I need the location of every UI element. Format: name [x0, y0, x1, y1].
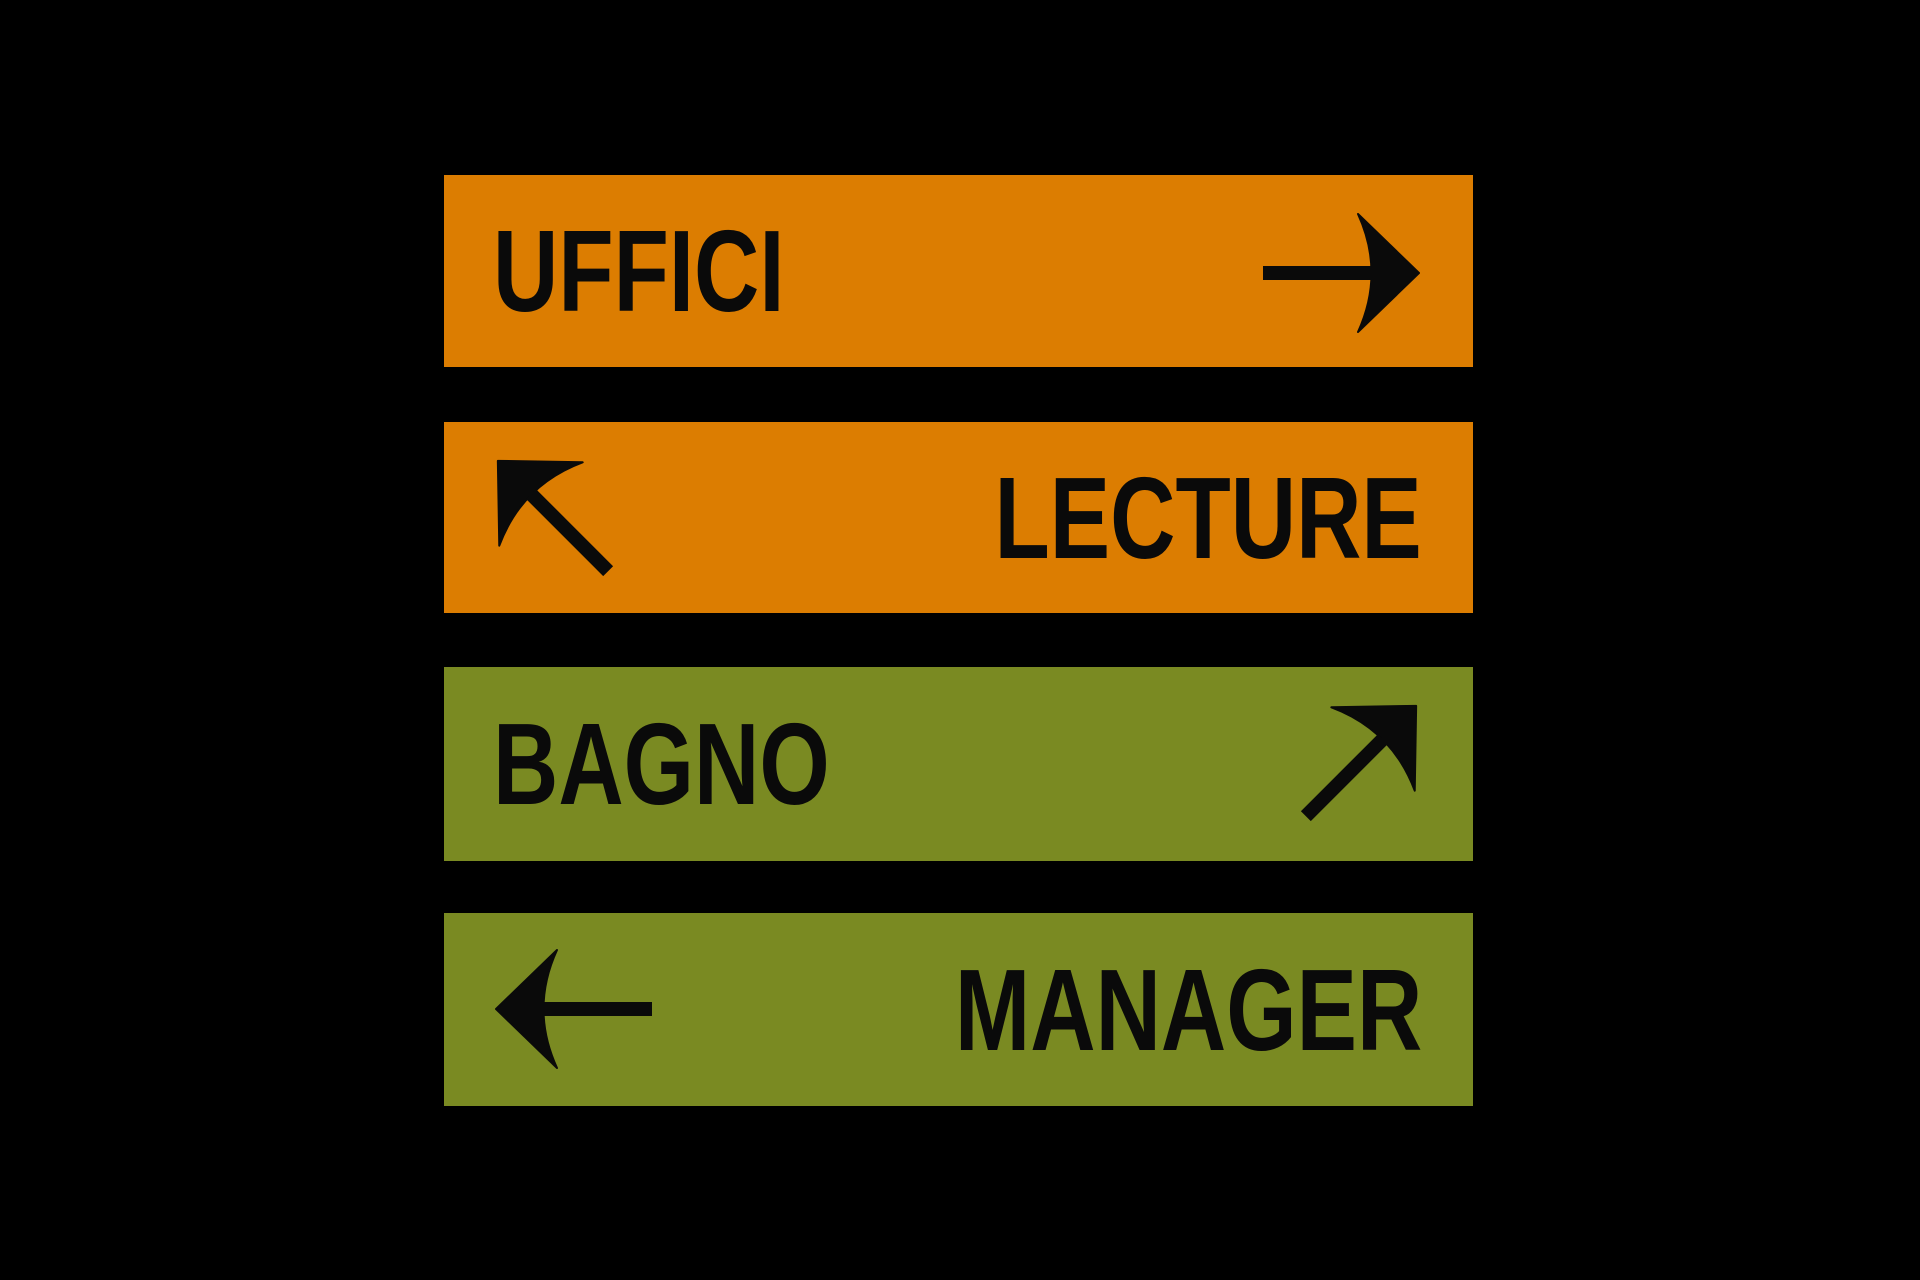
sign-uffici: UFFICI — [444, 175, 1473, 367]
arrow-left-icon — [494, 949, 654, 1069]
sign-manager: MANAGER — [444, 913, 1473, 1106]
sign-label-uffici: UFFICI — [493, 206, 785, 336]
arrow-up-left-icon — [454, 417, 652, 615]
sign-bagno: BAGNO — [444, 667, 1473, 861]
arrow-up-right-icon — [1262, 662, 1460, 860]
sign-label-manager: MANAGER — [954, 944, 1422, 1075]
arrow-right-icon — [1261, 213, 1421, 333]
sign-label-lecture: LECTURE — [994, 452, 1422, 583]
sign-label-bagno: BAGNO — [493, 699, 830, 829]
sign-lecture: LECTURE — [444, 422, 1473, 613]
